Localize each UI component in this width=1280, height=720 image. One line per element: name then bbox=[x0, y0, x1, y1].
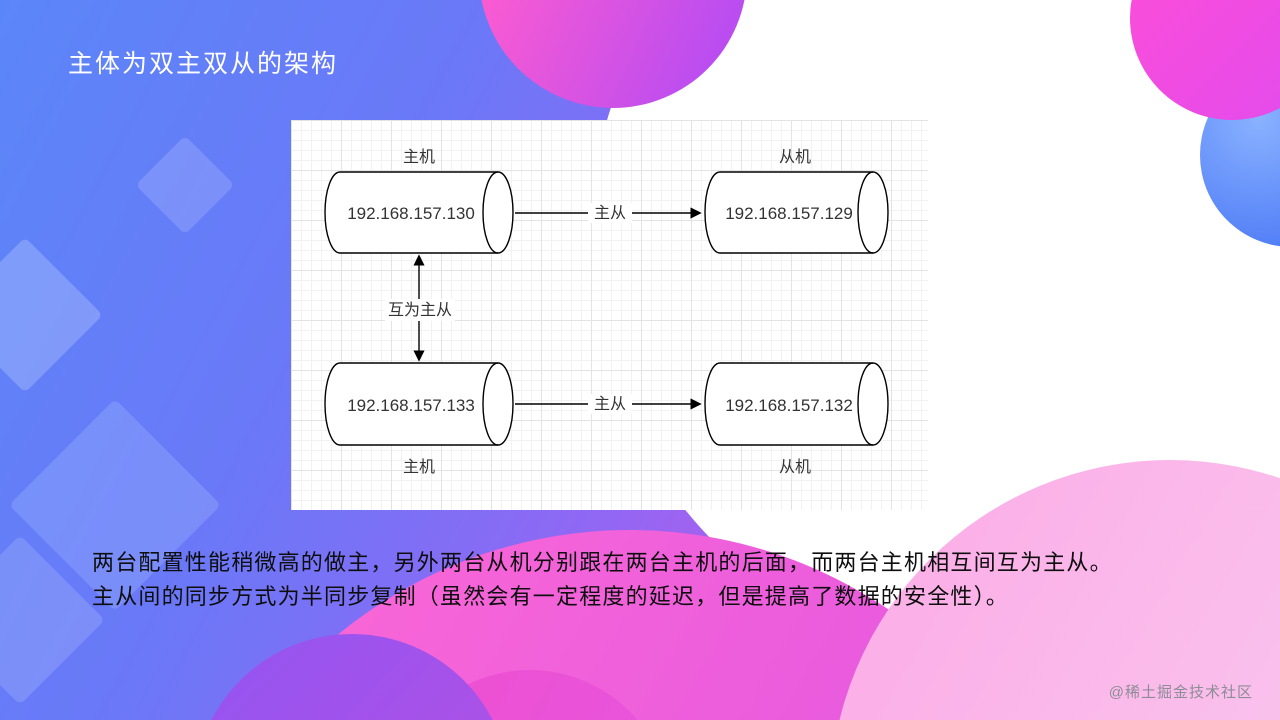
node-ip-slave1: 192.168.157.129 bbox=[725, 204, 853, 223]
db-cylinder-master2-cap bbox=[482, 362, 499, 446]
diagram-svg: 192.168.157.130 192.168.157.129 192.168.… bbox=[324, 148, 889, 476]
body-line-1: 两台配置性能稍微高的做主，另外两台从机分别跟在两台主机的后面，而两台主机相互间互… bbox=[92, 550, 1113, 575]
edge-label-master1-slave1: 主从 bbox=[594, 204, 626, 222]
edge-label-bg bbox=[588, 203, 632, 223]
slide-body: 两台配置性能稍微高的做主，另外两台从机分别跟在两台主机的后面，而两台主机相互间互… bbox=[92, 546, 1192, 614]
edge-label-bg bbox=[385, 299, 455, 321]
watermark: @稀土掘金技术社区 bbox=[1108, 684, 1253, 701]
node-role-slave2: 从机 bbox=[779, 458, 811, 476]
bg-diamond-icon bbox=[0, 237, 103, 393]
edge-label-master2-slave2: 主从 bbox=[594, 395, 626, 413]
architecture-diagram: 192.168.157.130 192.168.157.129 192.168.… bbox=[291, 120, 928, 510]
node-ip-slave2: 192.168.157.132 bbox=[725, 396, 853, 415]
node-role-slave1: 从机 bbox=[779, 148, 811, 166]
db-cylinder-slave2-cap bbox=[857, 362, 874, 446]
node-ip-master1: 192.168.157.130 bbox=[347, 204, 475, 223]
node-role-master1: 主机 bbox=[403, 148, 435, 166]
db-cylinder-master1-cap bbox=[482, 171, 499, 254]
edge-label-bg bbox=[588, 394, 632, 414]
edge-label-mutual: 互为主从 bbox=[388, 301, 452, 319]
bg-diamond-icon bbox=[135, 135, 235, 235]
node-role-master2: 主机 bbox=[403, 458, 435, 476]
db-cylinder-slave1-cap bbox=[857, 171, 874, 254]
slide-title: 主体为双主双从的架构 bbox=[68, 50, 339, 78]
node-ip-master2: 192.168.157.133 bbox=[347, 396, 475, 415]
body-line-2: 主从间的同步方式为半同步复制（虽然会有一定程度的延迟，但是提高了数据的安全性）。 bbox=[92, 584, 1010, 609]
